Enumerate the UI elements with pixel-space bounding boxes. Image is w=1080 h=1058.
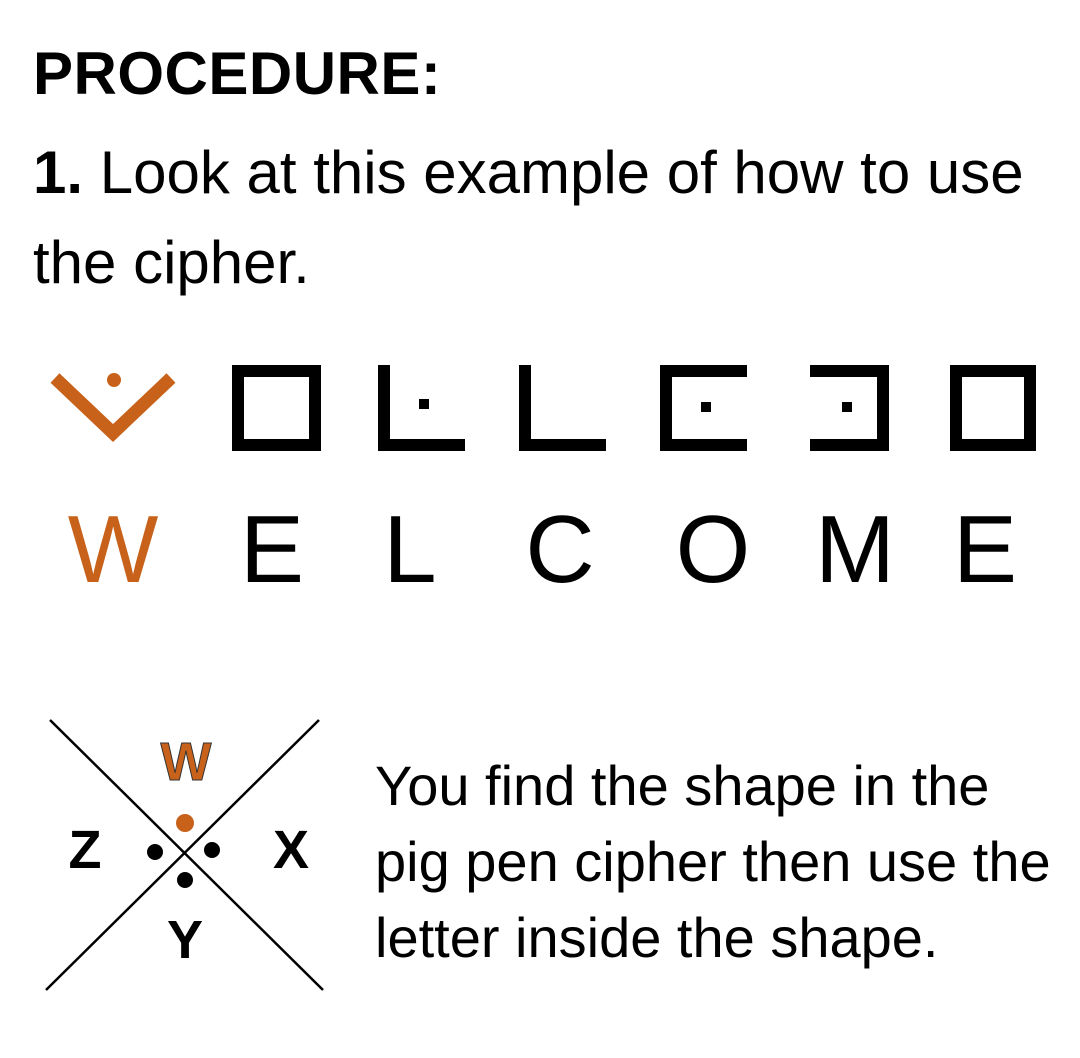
- pigpen-cipher-symbols: [50, 365, 1036, 451]
- x-line-up: [45, 719, 320, 991]
- decoded-letter: O: [675, 496, 751, 603]
- cipher-symbol-e: [232, 365, 321, 451]
- decoded-letter: W: [67, 496, 159, 603]
- decoded-letter: C: [525, 496, 595, 603]
- key-letter-top: W: [161, 732, 212, 792]
- cipher-symbol-l: [519, 365, 606, 451]
- key-letter-bottom: Y: [167, 910, 203, 970]
- step-number: 1.: [33, 139, 84, 206]
- decoded-letter: L: [383, 496, 437, 603]
- pigpen-x-key-diagram: W X Y Z: [45, 719, 324, 991]
- cipher-symbol-l-dotted: [378, 365, 465, 451]
- key-dot-right: [204, 842, 220, 858]
- key-dot-top: [176, 814, 194, 832]
- cipher-symbol-w: [50, 373, 176, 442]
- cipher-symbol-m: [950, 365, 1036, 451]
- explanation-text: You find the shape in the pig pen cipher…: [375, 754, 1051, 969]
- decoded-letter: E: [952, 496, 1018, 603]
- key-dot-left: [147, 844, 163, 860]
- cipher-symbol-c: [660, 365, 747, 451]
- step-instruction: 1. Look at this example of how to use th…: [33, 128, 1043, 308]
- key-letter-right: X: [273, 820, 309, 880]
- cipher-symbol-o: [810, 365, 889, 451]
- step-text: Look at this example of how to use the c…: [33, 139, 1024, 296]
- decoded-letter: M: [815, 496, 895, 603]
- key-letter-left: Z: [69, 820, 102, 880]
- decoded-letter: E: [239, 496, 305, 603]
- key-dot-bottom: [177, 872, 193, 888]
- decoded-word: W E L C O M E: [0, 500, 1080, 600]
- procedure-heading: PROCEDURE:: [33, 40, 442, 107]
- x-line-down: [49, 719, 324, 991]
